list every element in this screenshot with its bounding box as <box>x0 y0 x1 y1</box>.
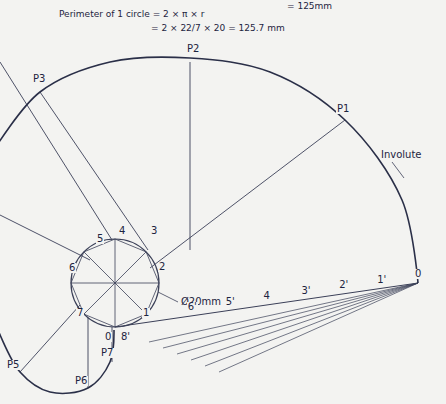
division-number: 5' <box>225 297 236 307</box>
base-circle <box>71 239 159 327</box>
tangent-line <box>20 305 80 372</box>
division-number: 1 <box>142 308 150 318</box>
division-number: 0 <box>104 332 112 342</box>
division-number: 3 <box>150 226 158 236</box>
calculation-note: Perimeter of 1 circle = 2 × π × r <box>58 10 205 19</box>
division-fan-line <box>163 283 418 348</box>
leader-line <box>158 292 178 302</box>
division-fan-line <box>219 283 418 372</box>
division-number: 5 <box>96 234 104 244</box>
division-fan-line <box>149 283 418 342</box>
leader-line <box>392 162 404 178</box>
division-line <box>84 252 146 314</box>
point-label: P1 <box>336 104 350 114</box>
division-number: 1' <box>376 275 387 285</box>
division-number: 2' <box>338 280 349 290</box>
tangent-line <box>190 62 191 250</box>
tangent-line <box>40 92 148 250</box>
inscribed-octagon <box>71 239 159 327</box>
dimension-label: Involute <box>380 150 423 160</box>
point-label: P3 <box>32 74 46 84</box>
division-fan-line <box>205 283 418 366</box>
division-number: 8' <box>120 332 131 342</box>
point-label: P5 <box>6 360 20 370</box>
point-label: P6 <box>74 376 88 386</box>
perimeter-line <box>115 283 418 327</box>
division-number: 2 <box>158 262 166 272</box>
division-number: 6' <box>187 302 198 312</box>
tangent-line <box>150 120 345 268</box>
division-number: 4 <box>118 226 126 236</box>
involute-curve <box>0 320 114 393</box>
division-number: 4 <box>263 291 271 301</box>
involute-curve <box>0 57 418 283</box>
tangent-line <box>0 62 112 240</box>
division-number: 0 <box>414 269 422 279</box>
calculation-note: = 2 × 22/7 × 20 = 125.7 mm <box>150 24 286 33</box>
calculation-note: = 125mm <box>286 2 333 11</box>
division-number: 6 <box>68 263 76 273</box>
point-label: P7 <box>100 348 114 358</box>
point-label: P2 <box>186 44 200 54</box>
division-fan-line <box>177 283 418 354</box>
division-number: 3' <box>300 286 311 296</box>
division-number: 7 <box>76 308 84 318</box>
tangent-line <box>0 215 90 260</box>
division-fan-line <box>191 283 418 360</box>
